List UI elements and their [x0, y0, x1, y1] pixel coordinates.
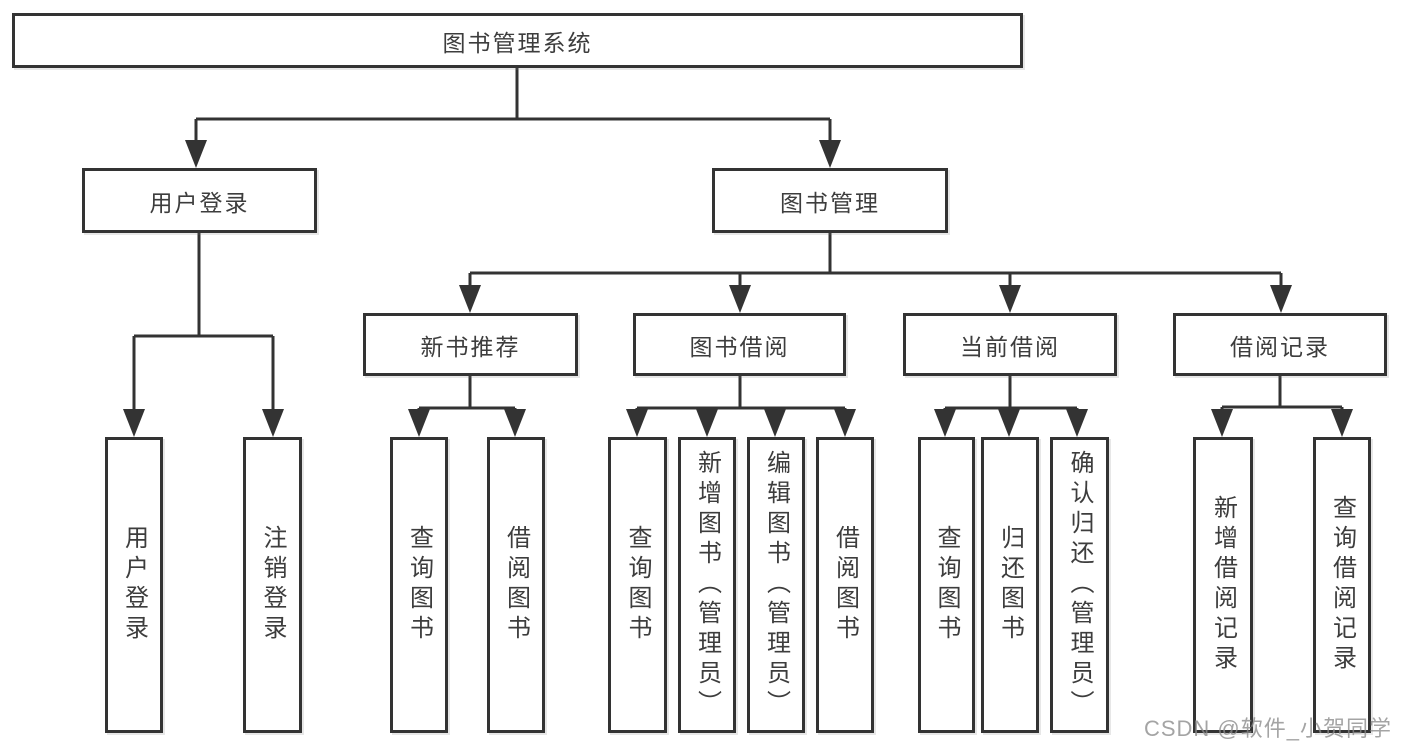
node-logout: 注销登录 [243, 437, 302, 733]
node-borrow-books-borrowing: 借阅图书 [816, 437, 874, 733]
node-label: 新增图书（管理员） [693, 450, 721, 720]
connector-book-borrowing [635, 374, 847, 411]
node-user-login: 用户登录 [82, 168, 317, 233]
node-book-borrowing: 图书借阅 [633, 313, 846, 376]
node-borrow-books-recommend: 借阅图书 [487, 437, 545, 733]
node-label: 新增借阅记录 [1209, 495, 1237, 675]
node-current-borrowing: 当前借阅 [903, 313, 1117, 376]
connector-root-to-level2 [194, 66, 832, 142]
node-edit-book-admin: 编辑图书（管理员） [747, 437, 805, 733]
node-label: 编辑图书（管理员） [762, 450, 790, 720]
node-label: 查询借阅记录 [1328, 495, 1356, 675]
node-label: 确认归还（管理员） [1066, 450, 1093, 720]
csdn-watermark: CSDN @软件_小贺同学 [1143, 716, 1392, 741]
connector-new-book-recommendation [417, 374, 517, 411]
node-label: 查询图书 [624, 525, 651, 645]
node-confirm-return-admin: 确认归还（管理员） [1050, 437, 1109, 733]
node-query-books-recommend: 查询图书 [390, 437, 448, 733]
node-query-borrow-record: 查询借阅记录 [1313, 437, 1371, 733]
node-label: 新书推荐 [420, 333, 521, 360]
node-label: 借阅记录 [1230, 333, 1330, 360]
node-user-login-leaf: 用户登录 [105, 437, 163, 733]
connector-user-login-to-leaves [132, 232, 275, 411]
connector-current-borrowing [943, 374, 1079, 411]
node-new-book-recommendation: 新书推荐 [363, 313, 578, 376]
node-borrowing-records: 借阅记录 [1173, 313, 1387, 376]
node-add-book-admin: 新增图书（管理员） [678, 437, 736, 733]
node-label: 借阅图书 [502, 525, 530, 645]
connector-borrowing-records [1220, 374, 1344, 411]
node-label: 查询图书 [405, 525, 433, 645]
node-label: 用户登录 [120, 525, 148, 645]
node-label: 图书管理 [780, 189, 880, 216]
node-query-books-borrowing: 查询图书 [608, 437, 667, 733]
node-label: 归还图书 [996, 525, 1024, 645]
node-label: 图书管理系统 [442, 29, 593, 56]
connector-book-management-to-level3 [468, 232, 1283, 287]
node-library-management-system: 图书管理系统 [12, 13, 1023, 68]
node-label: 查询图书 [933, 525, 960, 645]
node-add-borrow-record: 新增借阅记录 [1193, 437, 1253, 733]
node-label: 当前借阅 [960, 333, 1060, 360]
node-label: 图书借阅 [689, 333, 790, 360]
node-query-books-current: 查询图书 [918, 437, 975, 733]
node-label: 注销登录 [259, 525, 286, 645]
node-label: 借阅图书 [831, 525, 859, 645]
node-label: 用户登录 [149, 189, 250, 216]
node-book-management: 图书管理 [712, 168, 948, 233]
node-return-books: 归还图书 [981, 437, 1039, 733]
